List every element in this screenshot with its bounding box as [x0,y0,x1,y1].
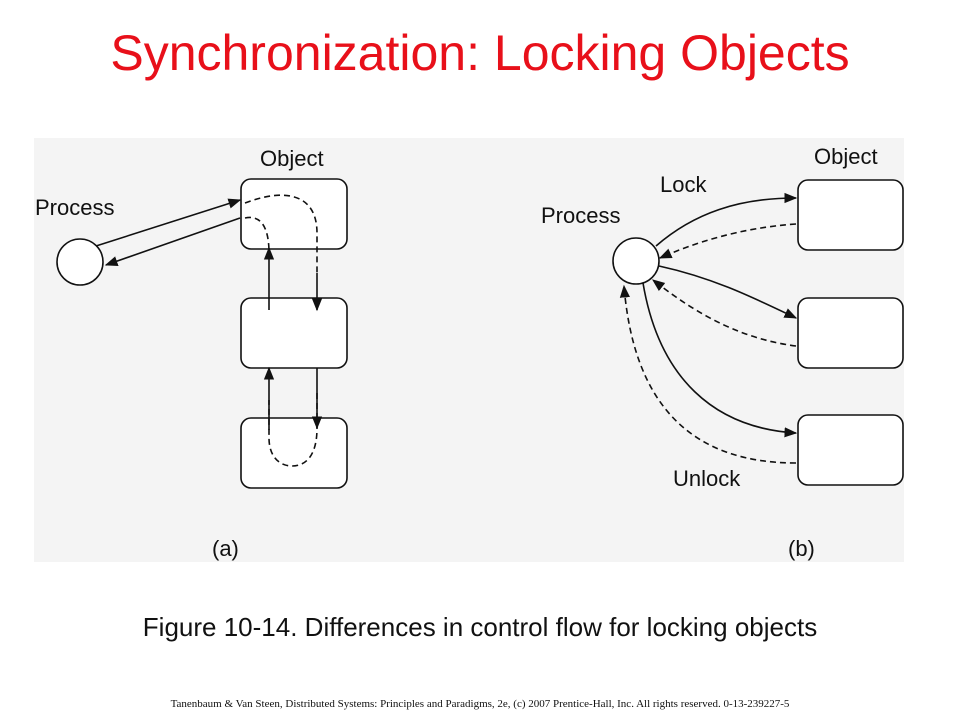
lock-arrow-middle [658,265,798,319]
object-box-a-top [240,178,348,250]
dashed-flow-a-bottom [268,393,318,467]
object-box-a-middle [240,297,348,369]
unlock-arrow-bottom [619,284,797,464]
process-label-b: Process [541,203,620,228]
dashed-flow-a-top-right [244,194,318,273]
process-label-a: Process [35,195,114,220]
diagram-a: Object Process (a) [35,146,348,561]
call-arrow-a [95,198,242,247]
panel-label-a: (a) [212,536,239,561]
object-box-b-middle [797,297,904,369]
lock-arrow-bottom [642,282,798,438]
copyright-footer: Tanenbaum & Van Steen, Distributed Syste… [170,698,790,710]
figure-panel: Object Process (a) Object Lock [34,138,904,562]
unlock-arrow-top [658,223,797,259]
lock-label: Lock [660,172,707,197]
lock-arrow-top [655,192,798,247]
object-label-a: Object [260,146,324,171]
object-box-b-bottom [797,414,904,486]
process-node-a [56,238,104,286]
object-box-b-top [797,179,904,251]
process-node-b [612,237,660,285]
panel-label-b: (b) [788,536,815,561]
locking-diagram: Object Process (a) Object Lock [35,144,904,561]
return-arrow-a [104,217,241,267]
object-label-b: Object [814,144,878,169]
slide-title: Synchronization: Locking Objects [110,25,850,81]
diagram-b: Object Lock Process Unlock (b) [541,144,904,561]
unlock-label: Unlock [673,466,741,491]
unlock-arrow-middle [651,279,797,347]
object-box-a-bottom [240,417,348,489]
figure-caption: Figure 10-14. Differences in control flo… [142,612,818,642]
